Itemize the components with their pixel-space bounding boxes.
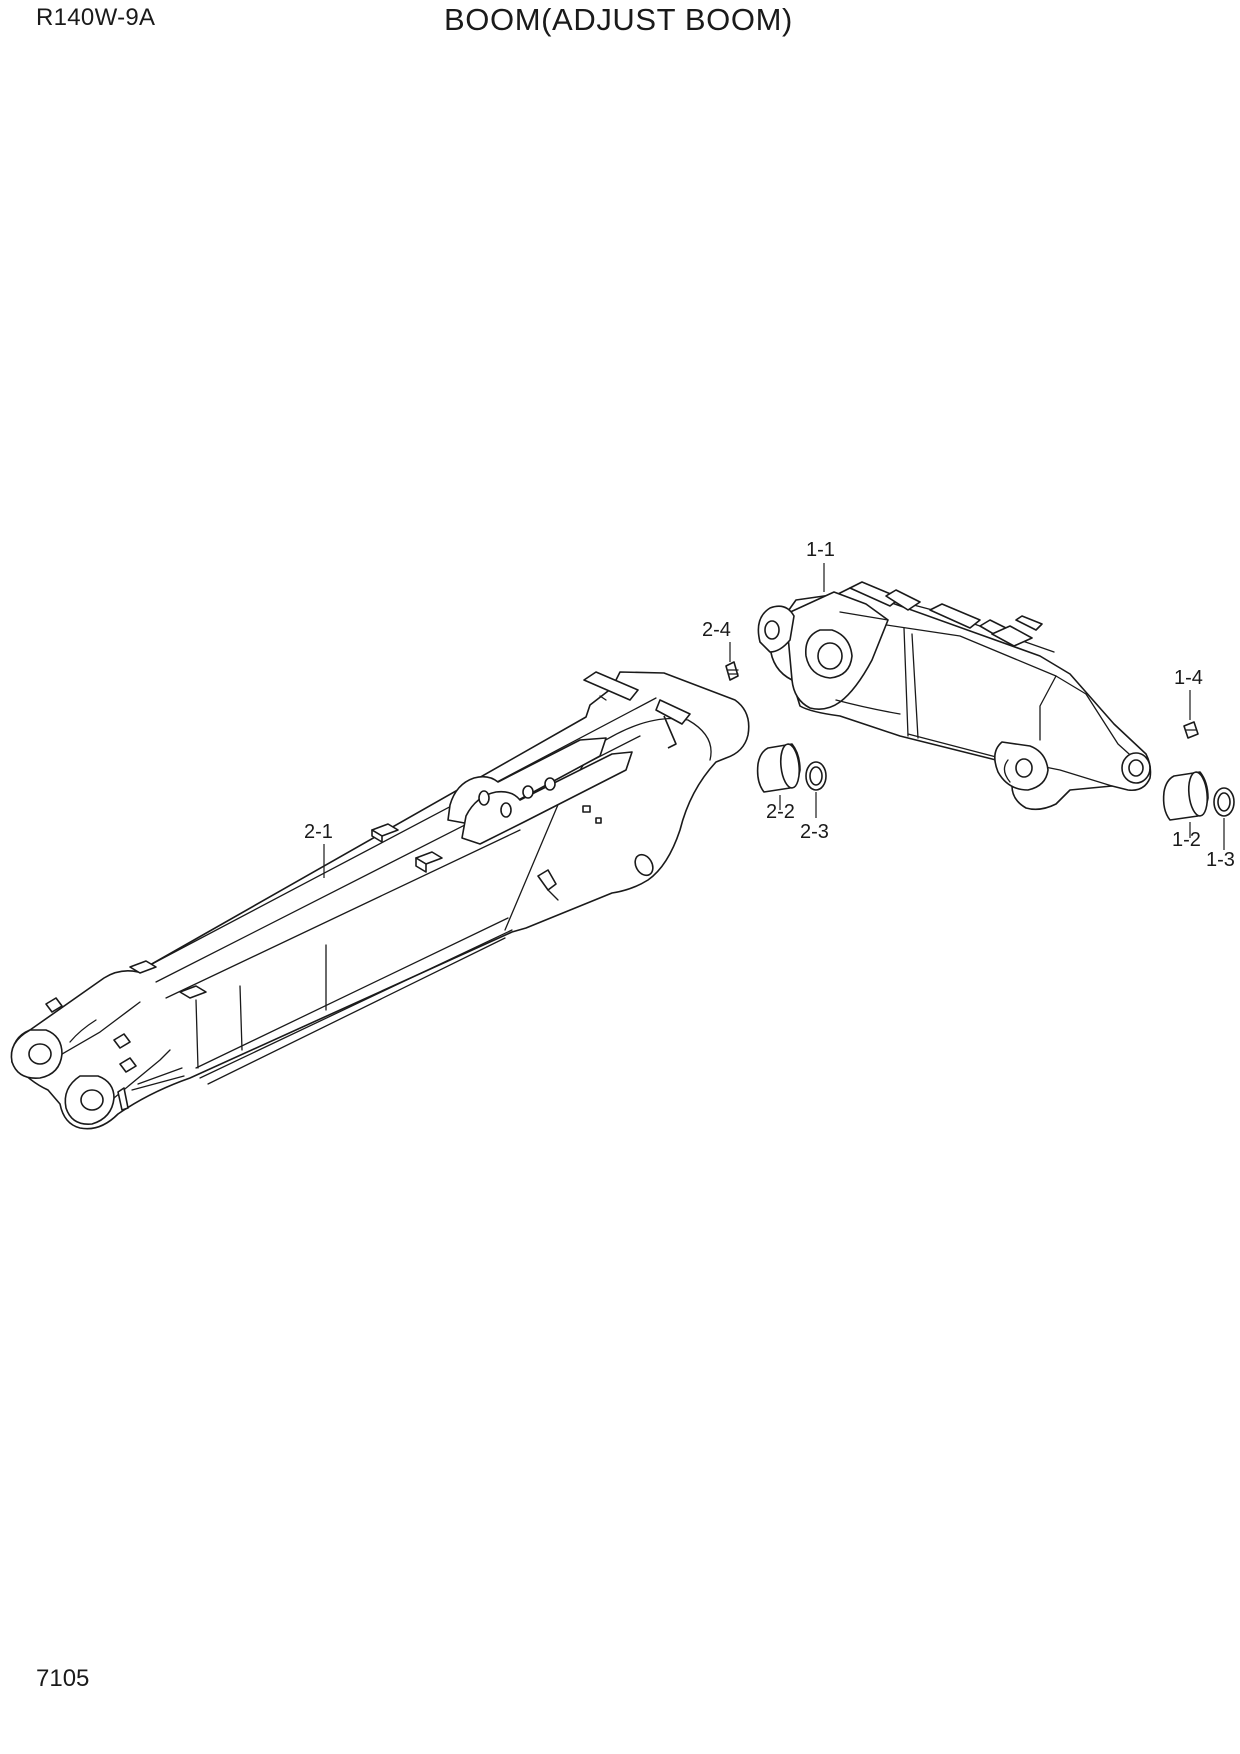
callout-1-1: 1-1	[806, 539, 835, 561]
upper-boom-part	[757, 581, 1152, 811]
model-number: R140W-9A	[36, 4, 156, 31]
lower-boom-part	[10, 671, 750, 1130]
bushing-2-2	[756, 743, 801, 793]
callout-1-4: 1-4	[1174, 667, 1203, 689]
callout-2-3: 2-3	[800, 821, 829, 843]
grease-nipple-1-4	[1183, 721, 1199, 739]
callout-2-4: 2-4	[702, 619, 731, 641]
leader-lines	[323, 563, 1225, 878]
page-title: BOOM(ADJUST BOOM)	[444, 2, 793, 37]
seal-ring-2-3	[805, 761, 827, 791]
page-number: 7105	[36, 1665, 90, 1692]
callout-1-3: 1-3	[1206, 849, 1235, 871]
callout-1-2: 1-2	[1172, 829, 1201, 851]
grease-nipple-2-4	[725, 661, 739, 681]
callout-2-2: 2-2	[766, 801, 795, 823]
bushing-1-2	[1162, 771, 1209, 821]
callout-2-1: 2-1	[304, 821, 333, 843]
seal-ring-1-3	[1213, 787, 1235, 817]
lower-boom-body	[11, 671, 750, 1130]
